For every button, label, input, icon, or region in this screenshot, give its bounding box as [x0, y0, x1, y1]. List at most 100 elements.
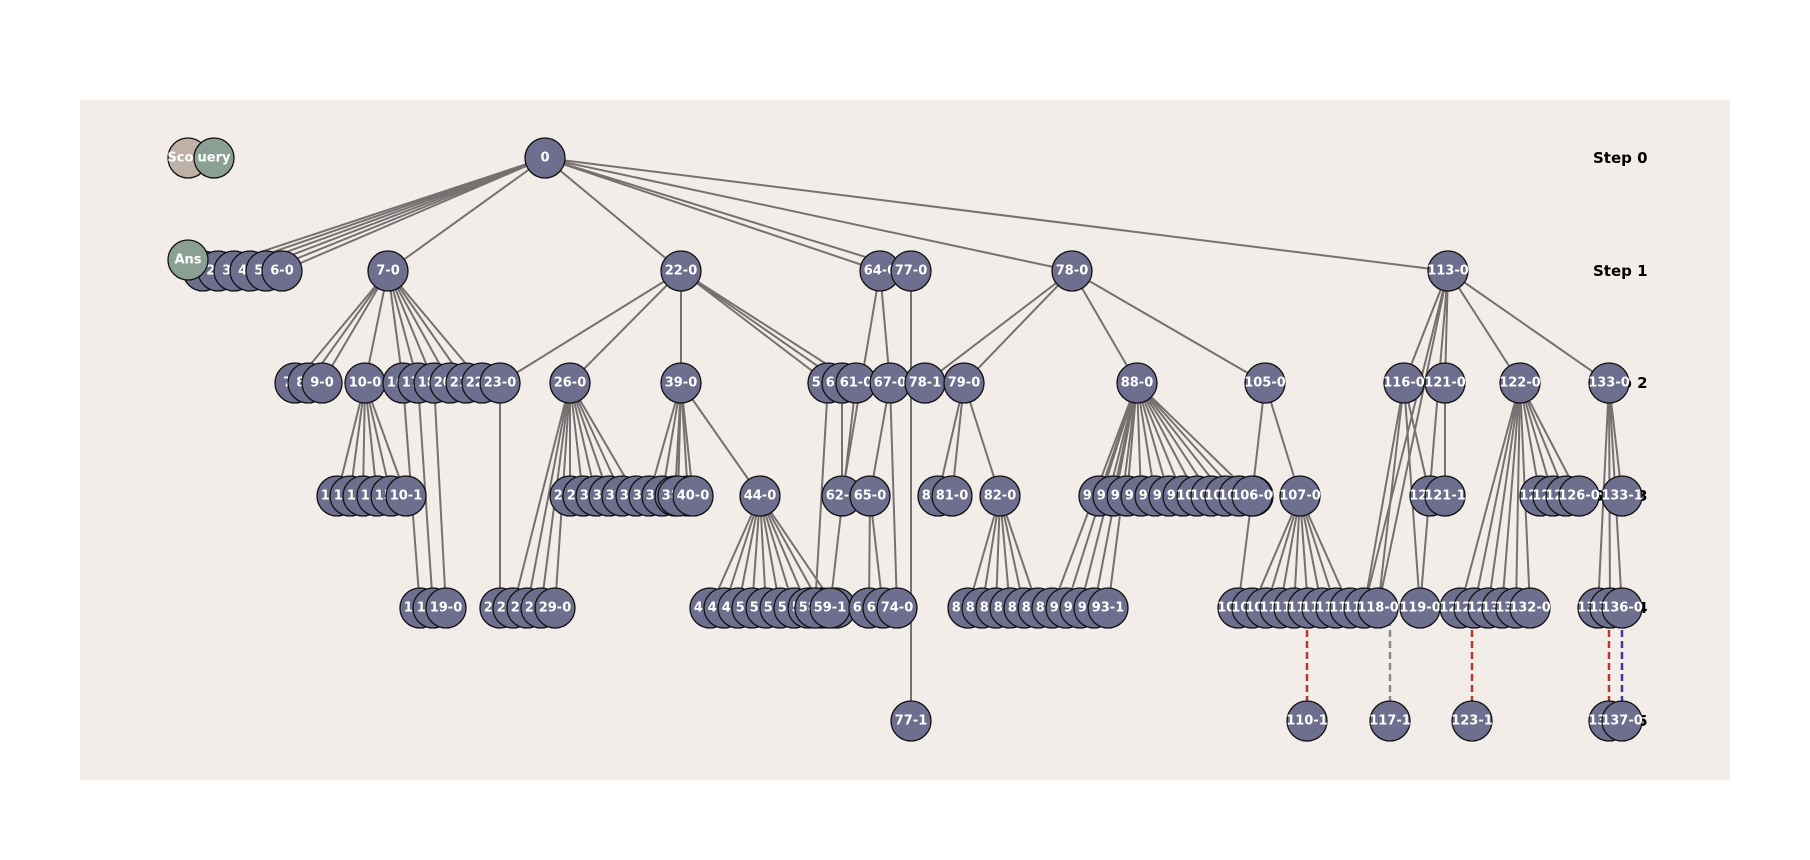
node-123-1: 123-1: [1451, 700, 1493, 742]
edge-7-0-to-9-0: [321, 270, 389, 384]
edge-0-to-22-0: [544, 157, 682, 272]
node-label-116-0: 116-0: [1383, 376, 1425, 391]
node-circle-7-0: [367, 250, 409, 292]
node-circle-74-0: [876, 587, 918, 629]
node-label-39-0: 39-0: [665, 376, 698, 391]
node-circle-110-1: [1286, 700, 1328, 742]
edge-78-0-to-78-1: [924, 270, 1073, 384]
node-circle-105-0: [1244, 362, 1286, 404]
node-circle-65-0: [849, 475, 891, 517]
node-59-1: 59-1: [809, 587, 851, 629]
edge-113-0-to-117-0: [1363, 270, 1449, 609]
node-61-0: 61-0: [835, 362, 877, 404]
node-circle-81-0: [931, 475, 973, 517]
node-circle-136-0: [1601, 587, 1643, 629]
edge-116-0-to-117-0: [1363, 382, 1405, 609]
edge-0-to-7-0: [387, 157, 546, 272]
node-label-40-0: 40-0: [677, 489, 710, 504]
node-circle-88-0: [1116, 362, 1158, 404]
node-circle-39-0: [660, 362, 702, 404]
node-circle-19-0: [425, 587, 467, 629]
node-circle-113-0: [1427, 250, 1469, 292]
edge-39-0-to-44-0: [680, 382, 761, 497]
node-label-9-0: 9-0: [310, 376, 334, 391]
node-106-0: 106-0: [1231, 475, 1273, 517]
node-label-121-0: 121-0: [1424, 376, 1466, 391]
node-65-0: 65-0: [849, 475, 891, 517]
legend: Score uery: [167, 137, 235, 179]
edge-22-0-to-26-0: [569, 270, 682, 384]
node-10-0: 10-0: [344, 362, 386, 404]
node-label-7-0: 7-0: [376, 264, 400, 279]
node-label-126-0: 126-0: [1558, 489, 1600, 504]
edge-0-to-s1e: [265, 157, 546, 272]
node-circle-23-0: [479, 362, 521, 404]
node-78-1: 78-1: [904, 362, 946, 404]
edge-113-0-to-119-0: [1419, 270, 1449, 609]
edge-113-0-to-118-0: [1377, 270, 1449, 609]
node-circle-s1f: [261, 250, 303, 292]
edge-122-0-to-130-0: [1501, 382, 1521, 609]
node-39-0: 39-0: [660, 362, 702, 404]
node-circle-107-0: [1279, 475, 1321, 517]
node-81-0: 81-0: [931, 475, 973, 517]
edge-113-0-to-133-0: [1447, 270, 1610, 384]
node-label-123-1: 123-1: [1451, 714, 1493, 729]
node-circle-29-0: [534, 587, 576, 629]
node-label-122-0: 122-0: [1499, 376, 1541, 391]
node-label-74-0: 74-0: [881, 601, 914, 616]
node-circle-132-0: [1509, 587, 1551, 629]
node-label-22-0: 22-0: [665, 264, 698, 279]
node-circle-93-1: [1087, 587, 1129, 629]
node-78-0: 78-0: [1051, 250, 1093, 292]
node-77-1: 77-1: [890, 700, 932, 742]
ans-node: Ans: [167, 239, 209, 281]
edge-26-0-to-26-1: [512, 382, 571, 609]
node-circle-77-0: [890, 250, 932, 292]
node-label-82-0: 82-0: [984, 489, 1017, 504]
node-136-0: 136-0: [1601, 587, 1643, 629]
step-label-0: Step 0: [1593, 149, 1648, 167]
edge-0-to-s1f: [281, 157, 546, 272]
node-label-81-0: 81-0: [936, 489, 969, 504]
edge-122-0-to-127-0: [1459, 382, 1521, 609]
node-label-79-0: 79-0: [948, 376, 981, 391]
edge-78-0-to-105-0: [1071, 270, 1266, 384]
node-layer: 01-02-03-04-05-06-07-022-064-077-078-011…: [182, 137, 1643, 742]
node-circle-77-1: [890, 700, 932, 742]
node-107-0: 107-0: [1279, 475, 1321, 517]
node-26-0: 26-0: [549, 362, 591, 404]
edge-122-0-to-128-0: [1473, 382, 1521, 609]
edge-0-to-77-0: [544, 157, 912, 272]
edge-22-0-to-60-0: [680, 270, 843, 384]
node-40-0: 40-0: [672, 475, 714, 517]
node-label-59-1: 59-1: [814, 601, 847, 616]
node-label-105-0: 105-0: [1244, 376, 1286, 391]
node-label-65-0: 65-0: [854, 489, 887, 504]
edge-0-to-78-0: [544, 157, 1073, 272]
node-circle-133-0: [1588, 362, 1630, 404]
node-79-0: 79-0: [943, 362, 985, 404]
node-label-133-1: 133-1: [1601, 489, 1643, 504]
node-19-0: 19-0: [425, 587, 467, 629]
node-label-10-0: 10-0: [349, 376, 382, 391]
edge-18-0-to-19-0: [433, 382, 447, 609]
node-9-0: 9-0: [301, 362, 343, 404]
edge-0-to-64-0: [544, 157, 881, 272]
edge-67-0-to-74-0: [889, 382, 898, 609]
node-label-67-0: 67-0: [874, 376, 907, 391]
node-74-0: 74-0: [876, 587, 918, 629]
node-s1f: 6-0: [261, 250, 303, 292]
node-circle-126-0: [1558, 475, 1600, 517]
node-label-117-1: 117-1: [1369, 714, 1411, 729]
edge-0-to-s1d: [249, 157, 546, 272]
node-133-1: 133-1: [1601, 475, 1643, 517]
node-circle-123-1: [1451, 700, 1493, 742]
node-label-136-0: 136-0: [1601, 601, 1643, 616]
edge-0-to-113-0: [544, 157, 1449, 272]
node-10-1: 10-1: [385, 475, 427, 517]
node-label-133-0: 133-0: [1588, 376, 1630, 391]
node-circle-137-0: [1601, 700, 1643, 742]
node-0: 0: [524, 137, 566, 179]
node-label-10-1: 10-1: [390, 489, 423, 504]
